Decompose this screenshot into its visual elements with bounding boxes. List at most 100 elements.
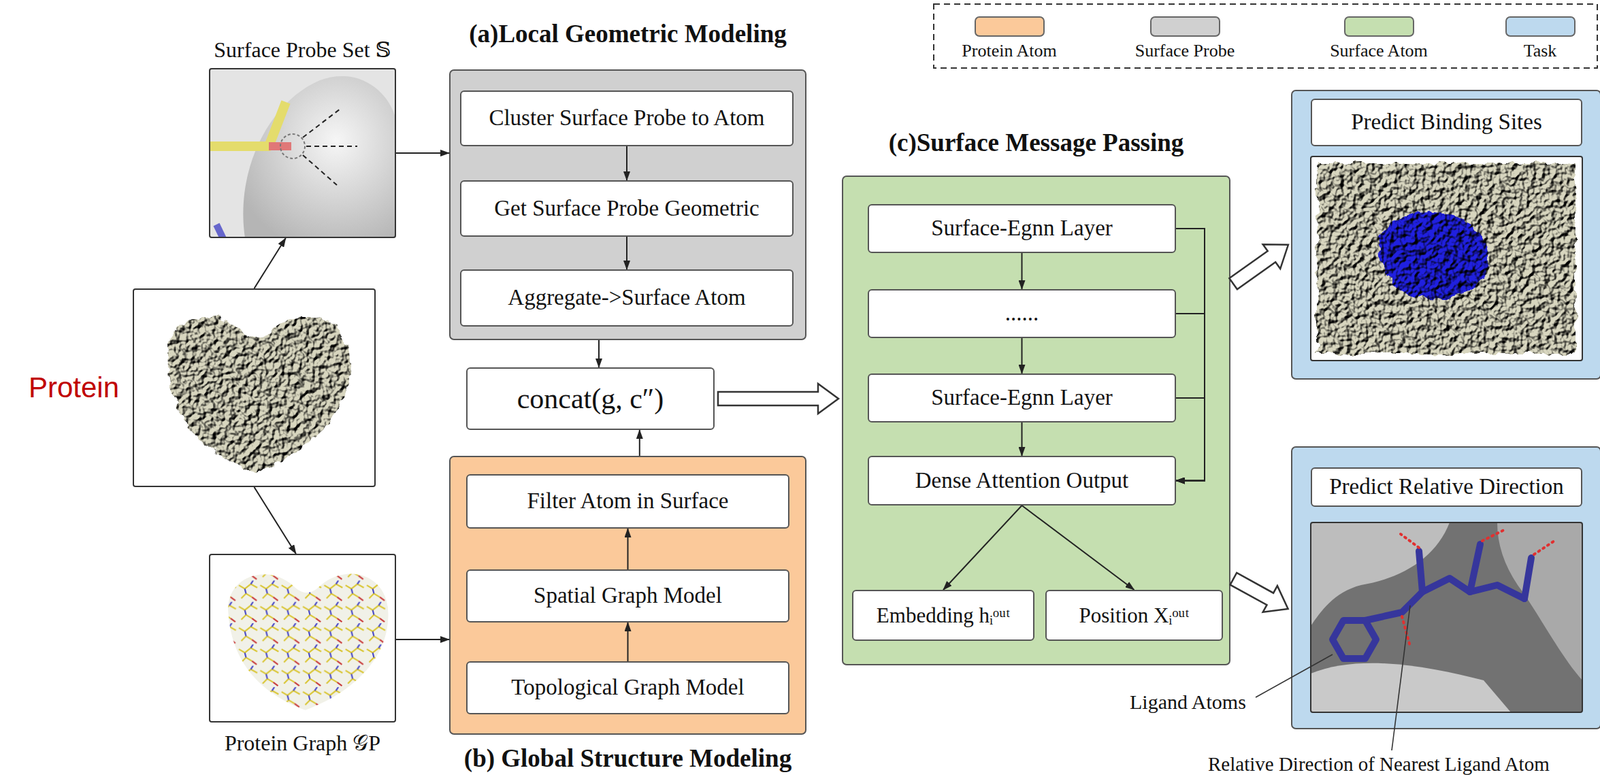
- ligand-ring: [1332, 620, 1377, 659]
- layer-box: Dense Attention Output: [867, 455, 1177, 506]
- annotation-label: Ligand Atoms: [1129, 690, 1247, 714]
- arrow-connector: [1021, 253, 1023, 290]
- box-label: Cluster Surface Probe to Atom: [488, 105, 765, 132]
- module-panel: (b) Global Structure ModelingFilter Atom…: [449, 455, 807, 736]
- arrow-connector: [1176, 398, 1205, 482]
- picture-ground: [132, 288, 376, 488]
- task-panel: Predict Relative Direction: [1291, 446, 1600, 730]
- hollow-arrow: [1230, 573, 1289, 613]
- box-label: Surface-Egnn Layer: [931, 215, 1113, 242]
- box-label: Dense Attention Output: [915, 468, 1129, 495]
- process-box: Spatial Graph Model: [466, 569, 790, 623]
- box-label: Position Xᵢᵒᵘᵗ: [1079, 603, 1190, 629]
- blue-stick: [216, 224, 225, 239]
- arrow-connector: [943, 505, 1023, 591]
- surface-region: [1310, 663, 1511, 713]
- picture-ground: [1310, 156, 1583, 361]
- process-box: Aggregate->Surface Atom: [460, 269, 794, 327]
- arrow-connector: [627, 622, 629, 662]
- box-label: concat(g, c″): [517, 382, 665, 416]
- legend-swatch: [1344, 16, 1415, 37]
- legend-swatch: [1150, 16, 1221, 37]
- layer-box: Surface-Egnn Layer: [867, 373, 1177, 423]
- graph-haze: [227, 574, 388, 711]
- picture-ground: [1310, 522, 1583, 713]
- panel-background: [1291, 447, 1600, 729]
- legend-label: Surface Probe: [1135, 40, 1236, 62]
- direction-dots: [1482, 529, 1506, 542]
- box-label: Get Surface Probe Geometric: [494, 196, 759, 222]
- title-box: Predict Relative Direction: [1310, 467, 1583, 508]
- arrow-connector: [626, 236, 628, 270]
- heading-label: (c)Surface Message Passing: [888, 128, 1185, 158]
- title-box: Predict Binding Sites: [1310, 98, 1583, 147]
- protein-stick-graph: [227, 574, 388, 711]
- process-box: Get Surface Probe Geometric: [460, 180, 794, 237]
- module-panel: (a)Local Geometric ModelingCluster Surfa…: [449, 69, 807, 341]
- leader-line: [1391, 605, 1411, 751]
- ligand-picture: [1310, 522, 1583, 713]
- arrow-connector: [639, 430, 641, 456]
- protein-surface-image: Protein: [132, 288, 376, 488]
- arrow-connector: [1176, 228, 1205, 482]
- panel-background: [1291, 90, 1600, 380]
- box-label: ......: [1005, 300, 1040, 327]
- protein-surface: [1317, 163, 1576, 354]
- heading-label: Surface Probe Set 𝕊: [213, 37, 391, 63]
- surface-blob: [242, 76, 397, 239]
- legend-swatch: [1505, 16, 1576, 37]
- box-label: Aggregate->Surface Atom: [507, 285, 746, 312]
- binding-site-patch: [1378, 212, 1490, 301]
- ligand-branch: [1524, 558, 1532, 599]
- surface-region: [1310, 522, 1450, 627]
- heading-label: Predict Relative Direction: [1329, 474, 1564, 501]
- yellow-stick: [208, 102, 286, 147]
- heading-label: (a)Local Geometric Modeling: [468, 19, 787, 50]
- legend-label: Protein Atom: [961, 40, 1057, 62]
- arrow-connector: [627, 528, 629, 570]
- legend-frame: [933, 4, 1598, 69]
- arrow-connector: [254, 487, 297, 554]
- heading-label: Predict Binding Sites: [1350, 109, 1543, 136]
- heading-label: Protein Graph 𝒢P: [224, 730, 381, 757]
- ligand-branch: [1470, 544, 1481, 593]
- heading-label: Protein: [28, 371, 120, 405]
- box-label: Embedding hᵢᵒᵘᵗ: [876, 603, 1010, 629]
- box-label: Topological Graph Model: [511, 675, 744, 701]
- hollow-arrow: [1229, 244, 1289, 290]
- picture-frame: [1310, 156, 1583, 361]
- arrow-connector: [396, 639, 450, 641]
- surface-region: [1497, 522, 1583, 681]
- protein-surface: [166, 316, 351, 473]
- process-box: Topological Graph Model: [466, 661, 790, 715]
- arrow-connector: [1021, 338, 1023, 374]
- panel-background: [842, 176, 1230, 665]
- module-panel: (c)Surface Message PassingSurface-Egnn L…: [841, 175, 1231, 666]
- probe-ray: [302, 108, 341, 138]
- arrow-connector: [1021, 422, 1023, 456]
- concat-box: concat(g, c″): [466, 367, 715, 431]
- panel-background: [449, 70, 806, 340]
- output-box: Embedding hᵢᵒᵘᵗ: [852, 590, 1035, 642]
- box-label: Surface-Egnn Layer: [931, 385, 1113, 412]
- layer-box: Surface-Egnn Layer: [867, 204, 1177, 254]
- ligand-chain: [1365, 578, 1525, 621]
- arrow-connector: [626, 146, 628, 181]
- surface-probe-picture: [208, 68, 397, 239]
- process-box: Cluster Surface Probe to Atom: [460, 90, 794, 147]
- arrow-connector: [254, 238, 286, 289]
- heading-label: (b) Global Structure Modeling: [464, 744, 792, 774]
- direction-dots: [1533, 541, 1555, 555]
- picture-ground: [208, 553, 397, 723]
- layer-box: ......: [867, 289, 1177, 339]
- picture-frame: [1310, 522, 1583, 713]
- legend-label: Task: [1523, 40, 1558, 62]
- legend-swatch: [974, 16, 1045, 37]
- task-panel: Predict Binding Sites: [1291, 89, 1600, 380]
- hollow-arrow: [717, 383, 839, 414]
- direction-dots: [1400, 534, 1419, 548]
- binding-site-picture: [1310, 156, 1583, 361]
- arrow-connector: [1176, 313, 1205, 482]
